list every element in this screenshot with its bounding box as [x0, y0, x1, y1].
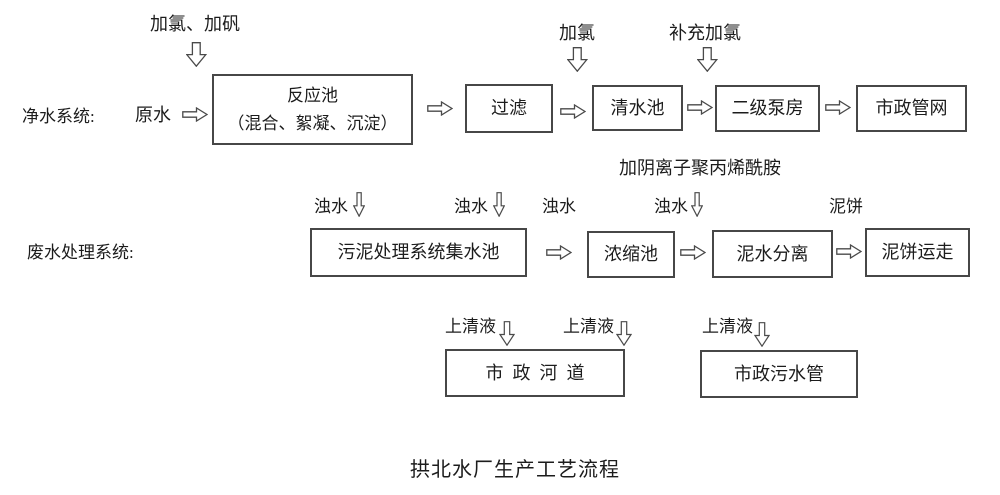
supernatant-label: 上清液: [445, 317, 496, 336]
flow-right-arrow-icon: [546, 244, 573, 261]
reaction-pool-line2: （混合、絮凝、沉淀）: [227, 113, 398, 133]
box-municipal-pipe-network: 市政管网: [856, 85, 967, 132]
box-municipal-sewer: 市政污水管: [700, 350, 858, 398]
box-filtration: 过滤: [465, 84, 553, 133]
turbid-down-arrow-icon: [352, 192, 366, 218]
dosing-down-arrow-icon: [185, 42, 208, 68]
supernatant-down-arrow-icon: [615, 321, 633, 347]
waste-water-system-label: 废水处理系统:: [27, 243, 134, 262]
box-clear-water-pool: 清水池: [592, 85, 683, 131]
supernatant-label: 上清液: [702, 317, 753, 336]
dosing-chlorine-alum-label: 加氯、加矾: [150, 14, 240, 34]
clean-water-system-label: 净水系统:: [22, 107, 95, 126]
flow-right-arrow-icon: [680, 244, 707, 261]
dosing-supplementary-chlorine-label: 补充加氯: [669, 23, 741, 43]
turbid-water-label: 浊水: [542, 197, 576, 216]
turbid-down-arrow-icon: [690, 192, 704, 218]
supernatant-label: 上清液: [563, 317, 614, 336]
flow-right-arrow-icon: [182, 106, 209, 123]
flow-right-arrow-icon: [825, 99, 852, 116]
box-secondary-pump-station: 二级泵房: [715, 85, 820, 132]
turbid-water-label: 浊水: [654, 197, 688, 216]
flow-right-arrow-icon: [560, 103, 587, 120]
box-mud-water-separation: 泥水分离: [712, 230, 833, 278]
diagram-caption: 拱北水厂生产工艺流程: [410, 459, 620, 481]
turbid-water-label: 浊水: [314, 197, 348, 216]
flow-right-arrow-icon: [687, 99, 714, 116]
box-reaction-pool: 反应池 （混合、絮凝、沉淀）: [212, 74, 413, 145]
turbid-down-arrow-icon: [492, 192, 506, 218]
box-sludge-collection-pool: 污泥处理系统集水池: [310, 228, 527, 277]
box-municipal-river: 市政河道: [445, 349, 625, 397]
reaction-pool-line1: 反应池: [287, 86, 338, 106]
flow-right-arrow-icon: [427, 100, 454, 117]
dosing-down-arrow-icon: [566, 47, 589, 73]
box-mud-cake-removal: 泥饼运走: [865, 228, 970, 277]
mud-cake-label: 泥饼: [829, 197, 863, 216]
supernatant-down-arrow-icon: [498, 321, 516, 347]
dosing-chlorine-label: 加氯: [559, 23, 595, 43]
box-thickening-pool: 浓缩池: [587, 231, 675, 278]
dosing-down-arrow-icon: [696, 47, 719, 73]
raw-water-label: 原水: [135, 105, 171, 125]
flow-right-arrow-icon: [836, 243, 863, 260]
turbid-water-label: 浊水: [454, 197, 488, 216]
supernatant-down-arrow-icon: [753, 322, 771, 348]
anionic-polyacrylamide-label: 加阴离子聚丙烯酰胺: [619, 158, 781, 178]
